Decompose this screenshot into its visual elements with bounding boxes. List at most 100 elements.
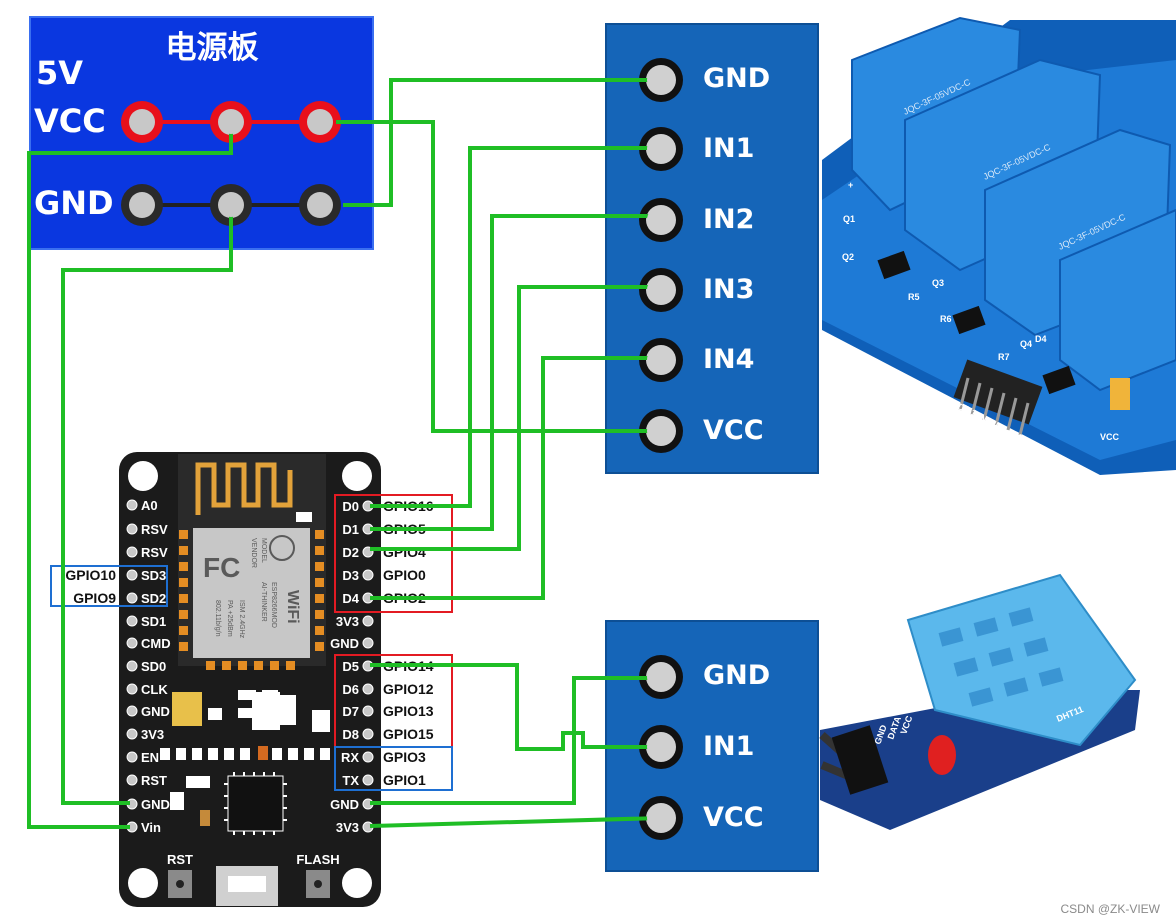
pin-caps — [219, 66, 675, 832]
mount-hole-bl — [128, 868, 158, 898]
pin-vin: Vin — [141, 820, 161, 835]
antenna-trace — [195, 462, 293, 515]
pin-d2: D2 — [342, 545, 359, 560]
relay-pin-in4: IN4 — [703, 344, 754, 375]
highlight-sd3-sd2 — [50, 565, 168, 607]
pin-d4: D4 — [342, 591, 359, 606]
relay-comp-r6: R6 — [940, 314, 952, 324]
pin-rsv-2: RSV — [141, 545, 168, 560]
wire-d5-to-dht-in1 — [370, 663, 661, 751]
wire-d4-to-in4 — [370, 356, 661, 600]
pin-d7: D7 — [342, 704, 359, 719]
pin-rsv-1: RSV — [141, 522, 168, 537]
highlight-rx-tx — [334, 746, 453, 791]
dht-pin-gnd: GND — [703, 660, 770, 691]
ch340-chip — [227, 775, 284, 832]
wire-d0-to-in1 — [370, 146, 661, 508]
watermark: CSDN @ZK-VIEW — [1060, 902, 1160, 916]
relay-comp-r5: R5 — [908, 292, 920, 302]
wifi-mark: WiFi — [284, 590, 301, 624]
pin-gnd-right-1: GND — [330, 636, 359, 651]
pin-3v3-left: 3V3 — [141, 727, 164, 742]
pin-d3: D3 — [342, 568, 359, 583]
relay-module-image: JQC-3F-05VDC-C JQC-3F-05VDC-C JQC-3F-05V… — [822, 16, 1176, 475]
power-vcc-label: VCC — [34, 102, 106, 140]
pin-rst: RST — [141, 773, 167, 788]
wire-power-vcc-to-relay-vcc — [336, 120, 661, 433]
pin-gnd-right-2: GND — [330, 797, 359, 812]
gpio12-label: GPIO12 — [383, 681, 434, 697]
left-pin-holes — [126, 499, 138, 833]
wire-d2-to-in3 — [370, 285, 661, 551]
module-text-model: MODEL — [260, 538, 267, 563]
relay-comp-q1: Q1 — [843, 214, 855, 224]
pin-d6: D6 — [342, 682, 359, 697]
dht11-led — [928, 735, 956, 775]
nodemcu-board: FC WiFi MODEL VENDOR ESP8266MOD AI-THINK… — [119, 452, 381, 907]
capacitor — [172, 692, 202, 726]
right-pin-labels: D0 D1 D2 D3 D4 3V3 GND D5 D6 D7 D8 RX TX… — [330, 499, 360, 835]
relay-comp-q2: Q2 — [842, 252, 854, 262]
left-pin-labels: A0 RSV RSV SD3 SD2 SD1 CMD SD0 CLK GND 3… — [141, 498, 171, 835]
relay-jumper — [1110, 378, 1130, 410]
relay-pin-in3: IN3 — [703, 274, 754, 305]
pin-d5: D5 — [342, 659, 359, 674]
relay-comp-q3: Q3 — [932, 278, 944, 288]
relay-comp-plus: + — [848, 180, 853, 190]
relay-block-4 — [1059, 208, 1176, 392]
fc-mark: FC — [203, 552, 240, 583]
module-text-pa: PA +25dBm — [226, 600, 233, 637]
pin-d1: D1 — [342, 522, 359, 537]
pin-a0: A0 — [141, 498, 158, 513]
wire-power-gnd-to-relay-gnd — [343, 78, 661, 207]
pin-3v3-right-2: 3V3 — [336, 820, 359, 835]
dht11-sensor-grid — [906, 573, 1137, 747]
pin-gnd-left-1: GND — [141, 704, 170, 719]
esp8266-module: FC WiFi MODEL VENDOR ESP8266MOD AI-THINK… — [178, 454, 326, 670]
wire-power-vcc-to-vin — [27, 122, 233, 829]
wires — [27, 78, 662, 829]
highlight-d0-d4 — [334, 494, 453, 613]
gpio0-label: GPIO0 — [383, 567, 426, 583]
ai-thinker-logo — [269, 535, 295, 561]
mount-hole-br — [342, 868, 372, 898]
esp-shield — [193, 528, 310, 658]
pin-d8: D8 — [342, 727, 359, 742]
relay-comp-d4: D4 — [1035, 334, 1047, 344]
power-gnd-label: GND — [34, 184, 114, 222]
pin-clk: CLK — [141, 682, 168, 697]
mount-hole-tr — [342, 461, 372, 491]
wire-d1-to-in2 — [370, 214, 661, 531]
relay-pin-gnd: GND — [703, 63, 770, 94]
gpio3-label: GPIO3 — [383, 749, 426, 765]
relay-comp-q4: Q4 — [1020, 339, 1032, 349]
module-text-80211: 802.11b/g/n — [214, 600, 221, 637]
mount-hole-tl — [128, 461, 158, 491]
relay-pin-in2: IN2 — [703, 204, 754, 235]
gpio9-label: GPIO9 — [73, 590, 116, 606]
power-5v-label: 5V — [36, 54, 83, 92]
relay-pin-label-vcc: VCC — [1100, 432, 1120, 442]
pin-tx: TX — [342, 773, 359, 788]
pin-cmd: CMD — [141, 636, 171, 651]
pin-sd1: SD1 — [141, 614, 166, 629]
module-text-aithinker: AI-THINKER — [260, 582, 267, 622]
flash-label: FLASH — [296, 852, 339, 867]
power-board-title: 电源板 — [166, 30, 259, 66]
dht11-module-image: GND DATA VCC DHT11 — [819, 573, 1140, 830]
pin-d0: D0 — [342, 499, 359, 514]
gpio15-label: GPIO15 — [383, 726, 434, 742]
pin-gnd-left-2: GND — [141, 797, 170, 812]
module-text-vendor: VENDOR — [250, 538, 257, 568]
relay-pin-vcc: VCC — [703, 415, 764, 446]
relay-header-body — [605, 23, 819, 474]
relay-header: GND IN1 IN2 IN3 IN4 VCC — [605, 23, 819, 474]
gpio10-label: GPIO10 — [65, 567, 116, 583]
pin-sd0: SD0 — [141, 659, 166, 674]
wire-gnd-to-dht-gnd — [370, 676, 661, 805]
pin-rx: RX — [341, 750, 359, 765]
relay-comp-r7: R7 — [998, 352, 1010, 362]
wire-power-gnd-to-gnd — [61, 205, 233, 805]
relay-pin-in1: IN1 — [703, 133, 754, 164]
